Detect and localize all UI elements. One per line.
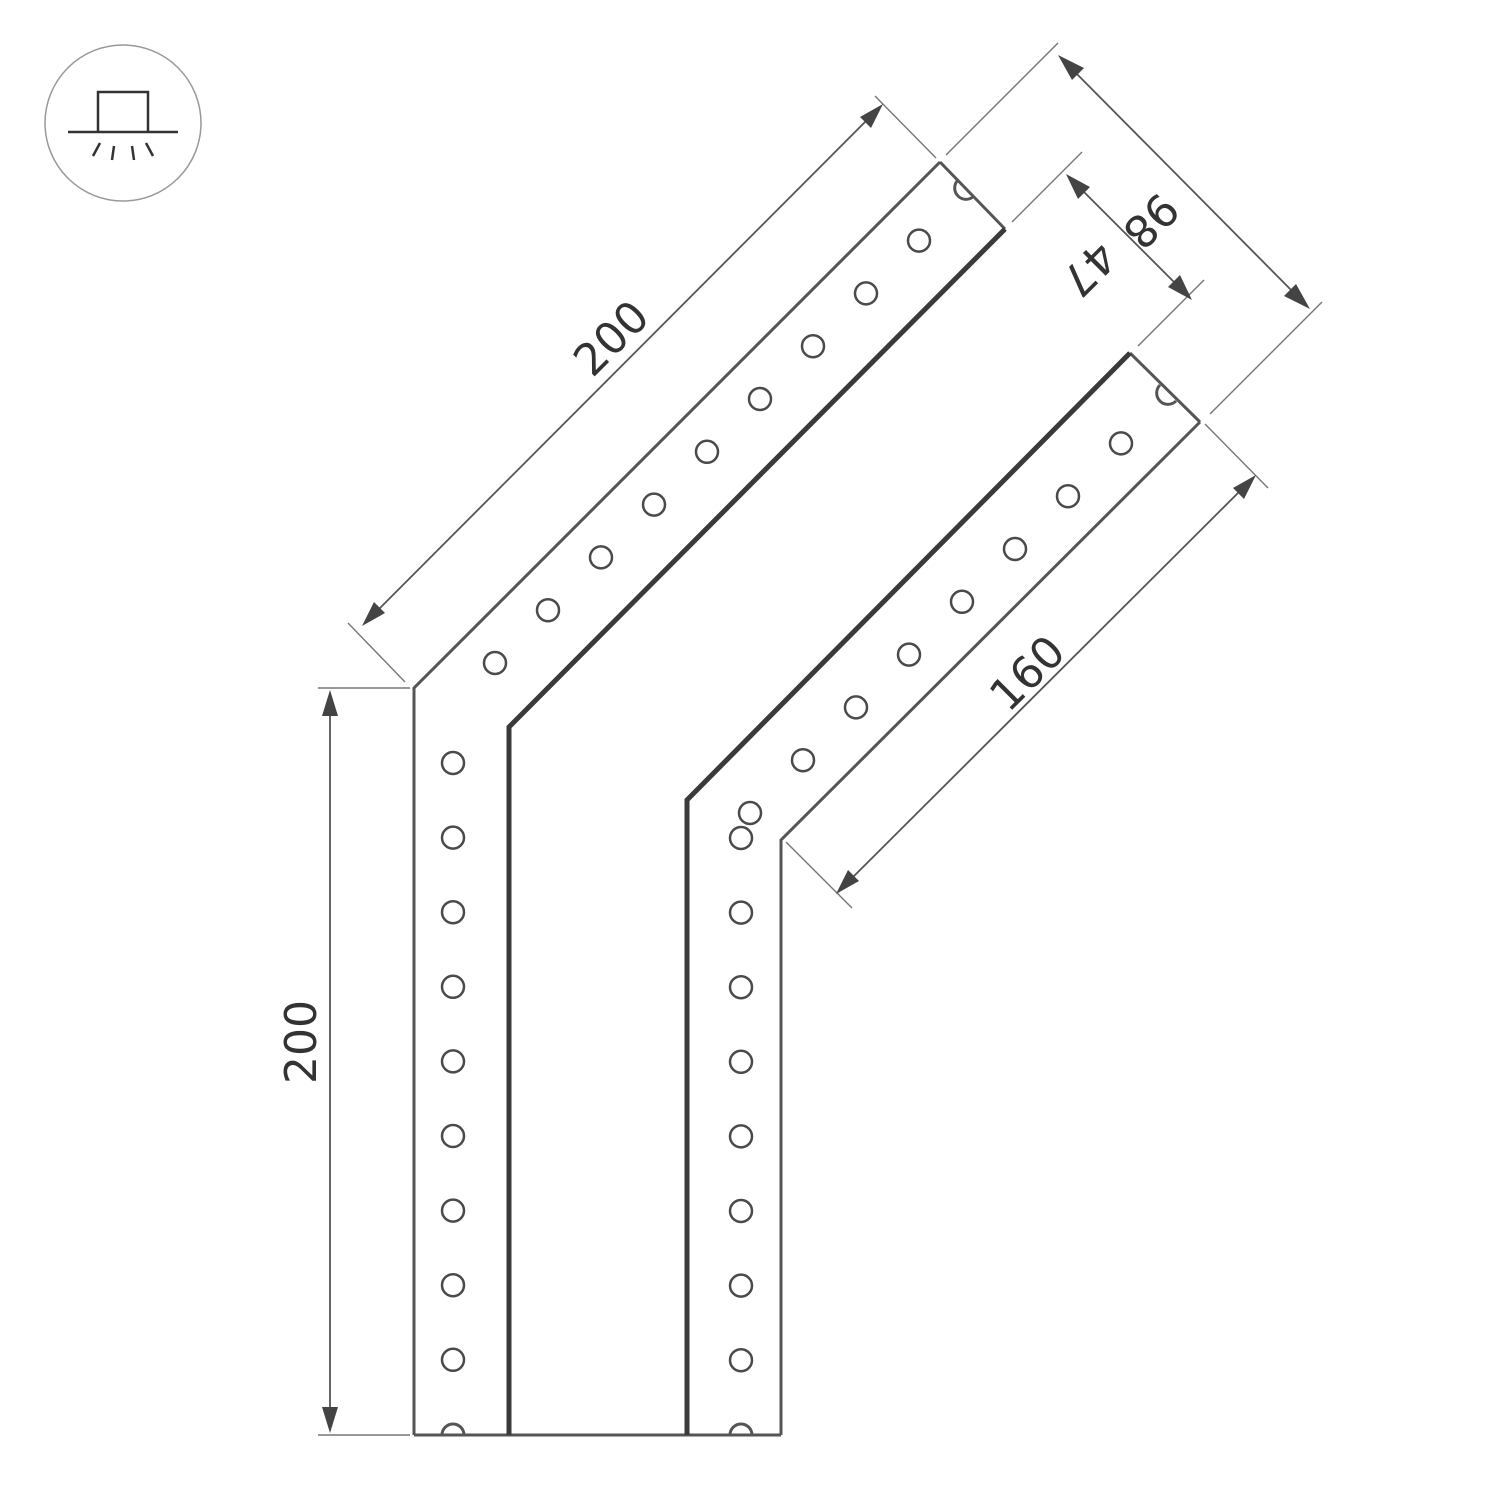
mounting-hole [737,800,763,826]
bottom-notch-right [728,1422,754,1436]
mounting-hole [535,597,561,623]
dimension-label-inner-angled: 160 [980,626,1075,721]
bottom-notch-left [440,1422,466,1436]
mounting-hole [1055,483,1081,509]
mounting-hole [906,228,932,253]
dimension-label-vertical: 200 [276,1000,327,1084]
dimension-label-inner-width: 47 [1050,230,1126,306]
mounting-holes [440,228,1134,1373]
mounting-hole [728,1049,754,1075]
mounting-hole [440,1049,466,1074]
mounting-hole [440,750,466,776]
mounting-hole [440,974,466,1000]
mounting-hole [800,333,826,359]
mounting-hole [588,545,614,570]
dimension-vertical-length: 200 [276,687,410,1436]
mounting-hole [440,1272,466,1298]
mounting-hole [641,492,667,517]
mounting-hole [1108,431,1134,456]
mounting-hole [1002,536,1028,562]
mounting-hole [728,900,754,925]
mounting-hole [896,642,922,667]
dimension-inner-width: 47 [1011,151,1205,347]
mounting-hole [790,747,816,773]
mounting-hole [728,1347,754,1373]
mounting-hole [747,386,773,412]
mounting-hole [440,899,466,925]
mounting-hole [949,589,975,615]
mounting-hole [853,281,879,306]
mounting-hole [440,1123,466,1149]
outer-right-edge [779,420,1202,1435]
dimension-label-outer-width: 98 [1112,182,1188,258]
inner-left-wall [506,227,1007,1435]
recessed-ceiling-light-icon [44,44,202,202]
mounting-hole [482,650,508,676]
mounting-hole [694,439,720,465]
mounting-hole [440,825,466,850]
mounting-hole [728,1124,754,1149]
inner-right-wall [684,351,1132,1435]
mounting-hole [728,974,754,1000]
mounting-hole [728,1198,754,1224]
mounting-hole [440,1198,466,1223]
dimension-inner-angled-length: 160 [785,423,1269,909]
inner-right-end [1128,351,1202,424]
mounting-hole [843,695,869,720]
dimension-label-angled: 200 [564,291,659,386]
mounting-hole [440,1347,466,1373]
end-notch-top [953,178,976,201]
mounting-hole [728,825,754,851]
mounting-hole [728,1273,754,1298]
profile-outline [412,160,1202,1437]
outer-left-edge [412,160,942,1435]
end-notch-right [1155,383,1178,406]
